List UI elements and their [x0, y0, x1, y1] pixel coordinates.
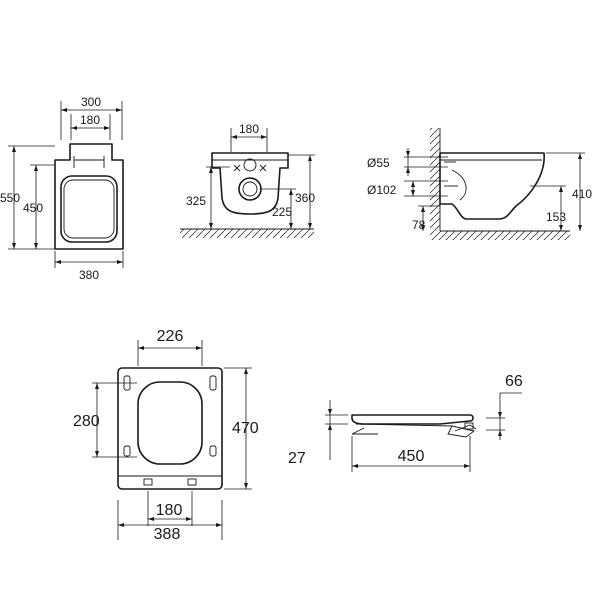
- bowl-side-view: Ø55 Ø102 78 410 153: [367, 128, 592, 240]
- bowl-top-rim: [60, 175, 118, 243]
- dim-bowl-width: 380: [79, 268, 99, 282]
- outlet-circle-inner: [242, 181, 258, 197]
- seat-side-outline: [351, 414, 474, 425]
- bowl-top-inner: [63, 179, 115, 239]
- dim-bowl-length: 550: [0, 191, 20, 205]
- bowl-top-view: 300 180 550 450 380: [0, 95, 124, 282]
- dim-side-outlet-offset: 78: [412, 218, 426, 232]
- dim-side-outlet-diameter: Ø102: [367, 183, 397, 197]
- seat-side-view: 66 27 450: [288, 373, 523, 472]
- dim-bowl-fixing-spacing: 180: [80, 113, 100, 127]
- wall-hatch: [430, 128, 440, 231]
- dim-bowl-length-inner: 450: [23, 201, 43, 215]
- seat-opening: [137, 381, 203, 465]
- dim-bowl-width-outer: 300: [81, 95, 101, 109]
- dim-side-height: 410: [572, 187, 592, 201]
- dim-front-fixing-height: 325: [186, 194, 206, 208]
- dim-side-outlet-height: 153: [546, 210, 566, 224]
- dim-front-outlet-height: 225: [272, 205, 292, 219]
- dim-seat-width: 388: [154, 526, 181, 543]
- bowl-top-outline: [54, 143, 124, 250]
- dim-seat-thickness: 27: [288, 450, 306, 467]
- dim-seat-length: 470: [232, 420, 259, 437]
- bowl-side-outline: [439, 152, 545, 220]
- seat-outline: [117, 367, 223, 490]
- dim-seat-hinge-height: 66: [505, 373, 523, 390]
- dim-seat-opening-width: 226: [157, 328, 184, 345]
- floor-hatch-side: [430, 231, 570, 240]
- dim-side-inlet-diameter: Ø55: [367, 156, 390, 170]
- seat-top-view: 226 280 470 180 388: [73, 328, 259, 543]
- outlet-circle-outer: [238, 177, 262, 201]
- dim-seat-hinge-spacing: 180: [156, 502, 183, 519]
- dim-seat-side-length: 450: [398, 448, 425, 465]
- bowl-front-outline: [211, 152, 289, 215]
- bowl-front-view: 180 325 360 225: [180, 122, 315, 238]
- floor-hatch: [180, 229, 314, 238]
- dim-seat-opening-length: 280: [73, 413, 100, 430]
- dim-front-height: 360: [295, 191, 315, 205]
- dim-front-fixing-spacing: 180: [239, 122, 259, 136]
